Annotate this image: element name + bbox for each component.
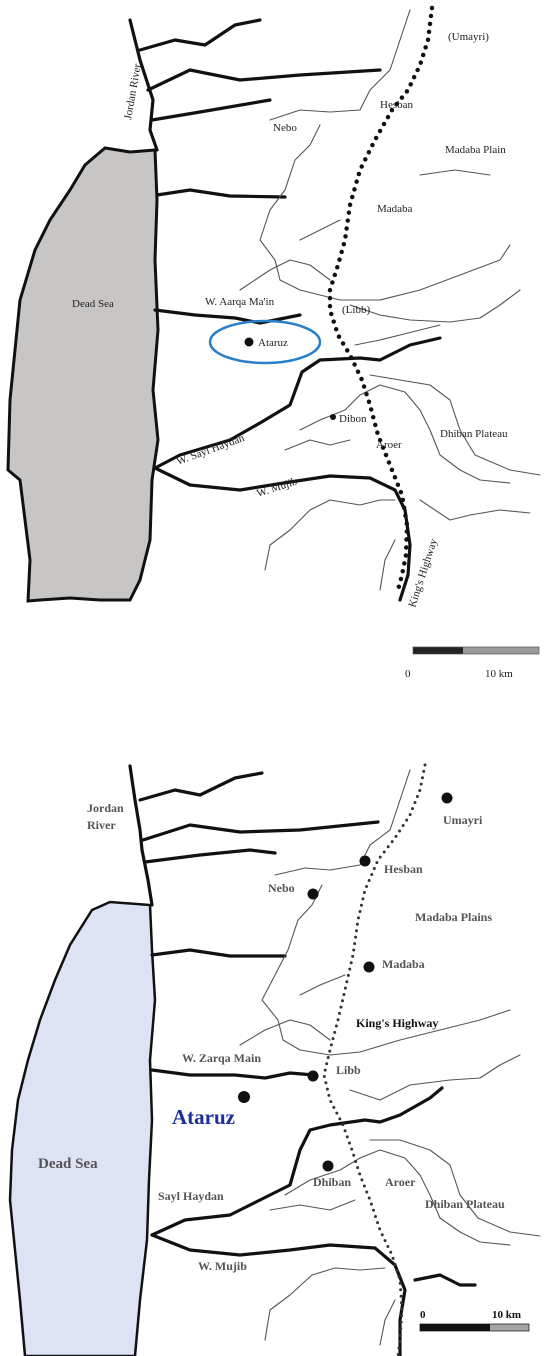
aroer-label-top: Aroer bbox=[376, 439, 402, 451]
kings-highway-label-top: King's Highway bbox=[406, 537, 440, 609]
jordan-river-label: Jordan River bbox=[122, 62, 144, 120]
jordan-tributary-south bbox=[150, 98, 272, 122]
wadi-haydan-line bbox=[153, 336, 442, 470]
wadi-haydan-line-bottom bbox=[150, 1086, 444, 1237]
kings-highway-route-bottom bbox=[322, 763, 427, 1356]
stream-thin-b10 bbox=[269, 1199, 356, 1211]
stream-thin-b2 bbox=[261, 884, 511, 1056]
stream-thin-b9 bbox=[299, 974, 346, 996]
nebo-label-bottom: Nebo bbox=[268, 881, 295, 895]
stream-thin-4 bbox=[349, 289, 521, 323]
libb-dot bbox=[307, 1070, 319, 1082]
wadi-mujib-line bbox=[153, 466, 412, 602]
ataruz-dot-top bbox=[244, 337, 254, 347]
stream-thin-8 bbox=[354, 324, 441, 346]
top-map: Jordan River (Umayri) Hesban Nebo Madaba… bbox=[6, 5, 541, 680]
stream-thin-b3 bbox=[239, 1019, 331, 1046]
scale-bar-bottom bbox=[419, 1323, 530, 1332]
hesban-label-bottom: Hesban bbox=[384, 862, 423, 876]
dead-sea-area-bottom bbox=[8, 900, 157, 1356]
w-zarqa-label: W. Aarqa Ma'in bbox=[205, 296, 275, 308]
jordan-river-line-bottom bbox=[128, 764, 154, 907]
stream-thin-b8 bbox=[379, 1299, 396, 1346]
stream-thin-13 bbox=[299, 219, 341, 241]
stream-thin-b4 bbox=[349, 1054, 521, 1101]
stream-thin-11 bbox=[419, 499, 531, 521]
ataruz-dot bbox=[238, 1091, 250, 1103]
nebo-label: Nebo bbox=[273, 122, 297, 134]
aroer-label-bottom: Aroer bbox=[385, 1175, 416, 1189]
libb-label-bottom: Libb bbox=[336, 1063, 361, 1077]
w-sayl-label: W. Sayl Haydan bbox=[175, 432, 247, 468]
nebo-dot bbox=[307, 888, 319, 900]
libb-label: (Libb) bbox=[342, 304, 370, 316]
jordan-tributary-south-bottom bbox=[143, 848, 277, 864]
scale-bar-top bbox=[412, 646, 540, 655]
madaba-plain-label: Madaba Plain bbox=[445, 144, 506, 156]
umayri-label: (Umayri) bbox=[448, 31, 489, 43]
dead-sea-label-bottom: Dead Sea bbox=[38, 1156, 98, 1172]
ataruz-label-top: Ataruz bbox=[258, 337, 288, 349]
dhiban-plateau-label-top: Dhiban Plateau bbox=[440, 428, 508, 440]
stream-thin-5 bbox=[369, 374, 541, 476]
wadi-zarqa-line bbox=[153, 308, 302, 325]
w-mujib-label-top: W. Mujib bbox=[255, 475, 299, 499]
w-zarqa-main-label: W. Zarqa Main bbox=[182, 1051, 261, 1065]
jordan-tributary-north-bottom bbox=[138, 771, 264, 802]
dead-sea-label: Dead Sea bbox=[72, 298, 114, 310]
stream-thin-b6 bbox=[284, 1149, 511, 1246]
stream-east-1-bottom bbox=[150, 948, 287, 958]
umayri-dot bbox=[441, 792, 453, 804]
dhiban-dot bbox=[322, 1160, 334, 1172]
stream-thin-6 bbox=[299, 384, 511, 484]
dead-sea-area bbox=[6, 146, 160, 603]
dibon-label-top: Dibon bbox=[339, 413, 367, 425]
stream-thin-9 bbox=[264, 499, 396, 571]
jordan-tributary-north bbox=[138, 18, 262, 52]
madaba-plains-label: Madaba Plains bbox=[415, 910, 492, 924]
wadi-zarqa-line-bottom bbox=[150, 1068, 316, 1080]
madaba-label-bottom: Madaba bbox=[382, 957, 425, 971]
jordan-river-line bbox=[128, 18, 159, 152]
dhiban-label-bottom: Dhiban bbox=[313, 1175, 351, 1189]
stream-thin-b5 bbox=[369, 1139, 541, 1237]
madaba-dot bbox=[363, 961, 375, 973]
scale-zero-bottom: 0 bbox=[420, 1309, 426, 1321]
dibon-dot-top bbox=[330, 414, 336, 420]
scale-zero-top: 0 bbox=[405, 668, 411, 680]
hesban-dot bbox=[359, 855, 371, 867]
madaba-label: Madaba bbox=[377, 203, 413, 215]
stream-east-1 bbox=[155, 188, 287, 199]
ataruz-highlight-ellipse bbox=[208, 319, 322, 365]
ataruz-label-bottom: Ataruz bbox=[172, 1105, 235, 1129]
umayri-label-bottom: Umayri bbox=[443, 813, 483, 827]
hesban-label: Hesban bbox=[380, 99, 413, 111]
kings-highway-route bbox=[327, 5, 435, 593]
stream-thin-10 bbox=[379, 539, 396, 591]
w-mujib-label-bottom: W. Mujib bbox=[198, 1259, 247, 1273]
stream-thin-12 bbox=[419, 169, 491, 176]
scale-max-top: 10 km bbox=[485, 668, 513, 680]
jordan-tributary-mid-bottom bbox=[141, 820, 380, 842]
stream-east-2-bottom bbox=[413, 1273, 477, 1287]
jordan-tributary-mid bbox=[146, 68, 382, 92]
sayl-haydan-label: Sayl Haydan bbox=[158, 1189, 224, 1203]
stream-thin-7 bbox=[284, 439, 351, 451]
scale-max-bottom: 10 km bbox=[492, 1309, 521, 1321]
kings-highway-label-bottom: King's Highway bbox=[356, 1016, 438, 1030]
dhiban-plateau-label-bottom: Dhiban Plateau bbox=[425, 1197, 505, 1211]
stream-thin-3 bbox=[239, 259, 331, 291]
wadi-mujib-line-bottom bbox=[150, 1233, 407, 1356]
stream-thin-2 bbox=[259, 124, 511, 301]
stream-thin-1 bbox=[269, 9, 411, 121]
stream-thin-b7 bbox=[264, 1267, 386, 1341]
stream-thin-b1 bbox=[274, 769, 411, 876]
